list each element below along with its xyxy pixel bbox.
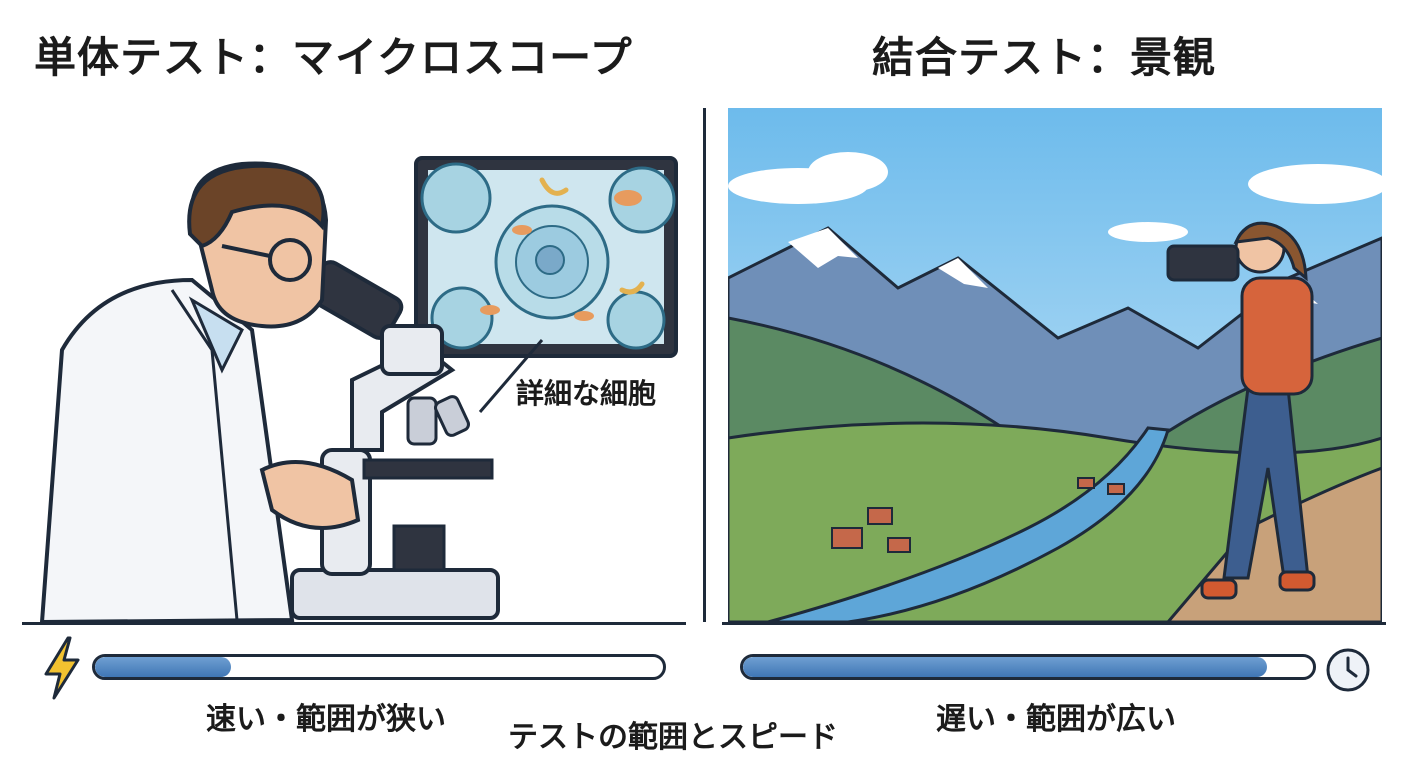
cell-detail-label: 詳細な細胞 (516, 377, 657, 410)
cell-screen (414, 156, 678, 358)
clouds (728, 152, 1382, 242)
narrow-scope-speed-bar (92, 654, 666, 680)
scientist (39, 161, 361, 622)
wide-scope-bar-fill (743, 657, 1268, 677)
wide-scope-speed-bar (740, 654, 1316, 680)
village (831, 477, 1125, 553)
landscape-scene (728, 108, 1382, 622)
photographer (1166, 221, 1316, 600)
integration-test-title: 結合テスト：景観 (872, 33, 1217, 82)
clock-icon (1326, 648, 1370, 692)
narrow-scope-bar-fill (95, 657, 232, 677)
microscope (290, 260, 500, 620)
unit-test-title: 単体テスト：マイクロスコープ (34, 33, 633, 82)
left-speed-caption: 速い・範囲が狭い (206, 702, 446, 737)
lightning-bolt-icon (44, 636, 80, 700)
footer-caption: テストの範囲とスピード (508, 720, 838, 755)
right-ground-line (722, 622, 1386, 625)
microscope-scene (39, 156, 678, 622)
left-ground-line (22, 622, 686, 625)
center-divider (703, 108, 706, 622)
right-speed-caption: 遅い・範囲が広い (936, 702, 1176, 737)
